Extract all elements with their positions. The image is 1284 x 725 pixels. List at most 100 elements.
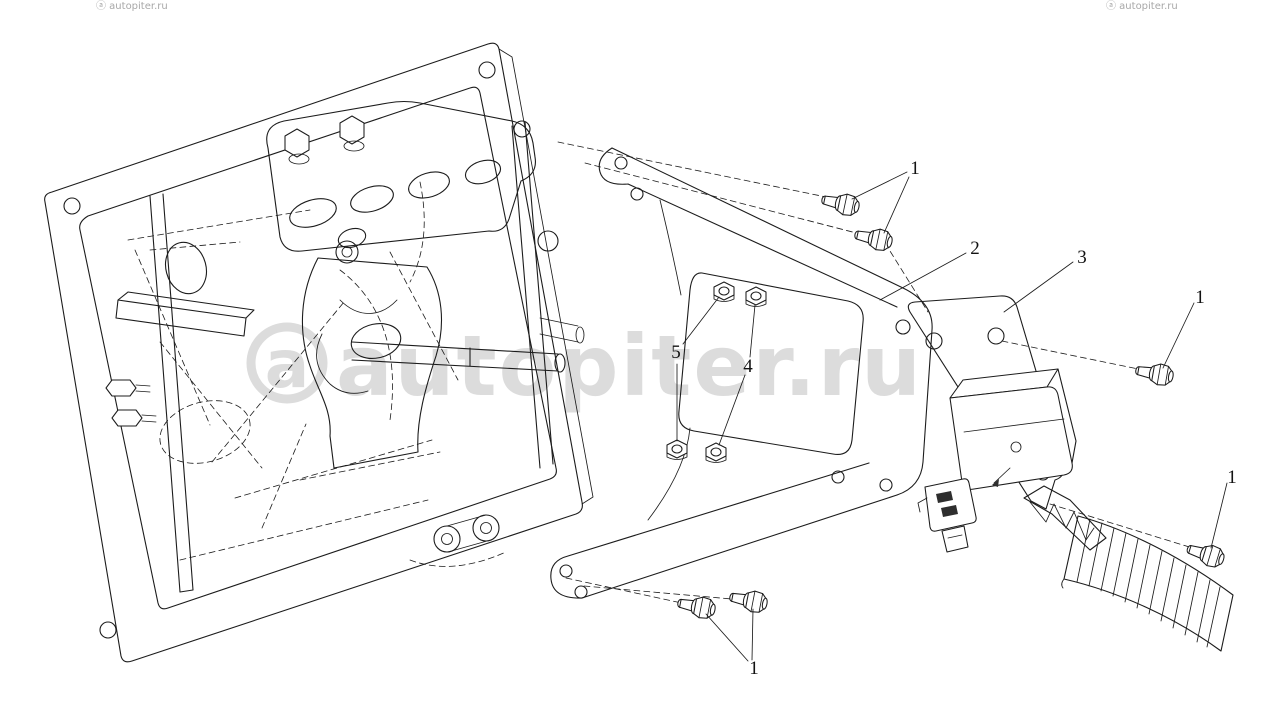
right-block bbox=[539, 317, 579, 343]
connector-stub bbox=[941, 525, 969, 553]
corner-watermark-left: ⓐ autopiter.ru bbox=[96, 0, 168, 12]
connector-slot bbox=[936, 491, 953, 503]
nut-part-5 bbox=[713, 281, 735, 303]
link-hole-inner bbox=[480, 522, 492, 534]
link-hole bbox=[472, 514, 500, 542]
bracket-right-edge bbox=[896, 287, 933, 496]
right-block-end bbox=[575, 326, 585, 344]
callout-3-pedal: 3 bbox=[1077, 247, 1087, 268]
central-lever-body bbox=[301, 257, 443, 469]
leader-lines bbox=[676, 171, 1228, 662]
callout-1-lower-bolt: 1 bbox=[1227, 467, 1237, 488]
bracket-arm-hole bbox=[559, 564, 573, 578]
sensor-box-screw bbox=[1010, 441, 1022, 453]
link-hole-inner bbox=[441, 533, 453, 545]
watermark: a autopiter.ru bbox=[246, 317, 923, 415]
connector-stub-detail bbox=[947, 534, 963, 539]
link-hole bbox=[433, 525, 461, 553]
pedal-arm bbox=[1023, 485, 1107, 551]
pedal-pad bbox=[1063, 515, 1234, 652]
bracket-arm-hole bbox=[630, 187, 644, 201]
plate-hole bbox=[164, 241, 208, 295]
central-lever-detail bbox=[339, 299, 398, 314]
bracket-plate-hole bbox=[895, 319, 911, 335]
rod-knob bbox=[537, 230, 559, 252]
pedal-plate-hole bbox=[925, 332, 943, 350]
plate-outer-outline bbox=[44, 42, 583, 663]
bolt-part-1 bbox=[675, 592, 718, 621]
pedal-assembly bbox=[907, 295, 1234, 652]
pedal-pad-edge bbox=[1061, 578, 1065, 589]
plate-corner-hole bbox=[513, 120, 531, 138]
bracket-oval-hole bbox=[464, 159, 502, 185]
hex-bolt-head bbox=[284, 128, 310, 158]
push-rod-end bbox=[554, 353, 566, 373]
side-hex-bolt bbox=[105, 379, 137, 397]
bolt-part-1 bbox=[1133, 359, 1176, 388]
lever-slot bbox=[350, 323, 402, 359]
hex-bolt-head bbox=[339, 115, 365, 145]
hex-bolt-flange bbox=[288, 153, 310, 165]
bracket-left-edge bbox=[647, 427, 691, 521]
watermark-logo-circle bbox=[246, 322, 328, 404]
bolt-part-1 bbox=[1183, 538, 1228, 571]
pivot-hole bbox=[335, 240, 359, 264]
bracket-inner-cutout bbox=[678, 272, 864, 455]
bracket-arm-hole bbox=[574, 585, 588, 599]
bracket-left-edge bbox=[659, 199, 682, 296]
mounting-plate-assembly bbox=[44, 42, 594, 663]
sensor-box-detail bbox=[963, 418, 1065, 433]
bracket-oval-hole bbox=[350, 185, 394, 213]
corner-watermark-right: ⓐ autopiter.ru bbox=[1106, 0, 1178, 12]
sensor-box-front bbox=[949, 386, 1073, 490]
hex-bolt-flange bbox=[343, 140, 365, 152]
left-arm bbox=[115, 291, 255, 337]
pedal-pad-ribs bbox=[1076, 518, 1221, 648]
nut-part-4 bbox=[745, 286, 767, 308]
callout-2-bracket: 2 bbox=[970, 238, 980, 259]
connector-clip bbox=[917, 497, 928, 513]
support-bracket bbox=[550, 147, 933, 599]
plate-corner-hole bbox=[99, 621, 117, 639]
bolt-part-1 bbox=[852, 223, 895, 254]
connector-body bbox=[924, 478, 977, 532]
sensor-box-side bbox=[1057, 368, 1077, 464]
connector-slot bbox=[941, 505, 958, 517]
left-lever-bar bbox=[149, 193, 194, 593]
link-bar bbox=[446, 514, 488, 553]
bracket-bottom-arm bbox=[550, 462, 898, 599]
bracket-oval-hole bbox=[289, 198, 337, 228]
bracket-plate-hole bbox=[831, 470, 845, 484]
pedal-mount-plate bbox=[907, 295, 1065, 510]
right-lever-bar bbox=[511, 121, 554, 469]
plate-inner-outline bbox=[79, 86, 557, 610]
bracket-arm-hole bbox=[614, 156, 628, 170]
side-hex-bolt-shaft bbox=[135, 384, 151, 393]
connector-arrowhead bbox=[992, 479, 999, 487]
watermark-logo-letter: a bbox=[265, 326, 310, 403]
connector-arrow bbox=[993, 467, 1011, 484]
plate-hidden-lines bbox=[127, 181, 507, 567]
side-hex-bolt bbox=[111, 409, 143, 427]
side-hex-bolt-shaft bbox=[141, 414, 157, 423]
watermark-text: autopiter.ru bbox=[336, 317, 923, 415]
plate-hole bbox=[337, 227, 367, 249]
bolt-part-1 bbox=[727, 586, 770, 615]
callout-5-nuts: 5 bbox=[671, 342, 681, 363]
plate-corner-hole bbox=[63, 197, 81, 215]
plate-thickness-edge bbox=[498, 48, 594, 505]
assembly-axis-lines bbox=[557, 141, 1200, 606]
lever-curve bbox=[316, 333, 369, 394]
pedal-plate-hole bbox=[987, 327, 1005, 345]
bracket-oval-hole bbox=[408, 171, 450, 199]
bolt-part-1 bbox=[819, 188, 862, 219]
pivot-hole-inner bbox=[341, 246, 353, 258]
plate-corner-hole bbox=[478, 61, 496, 79]
callout-1-upper-bolts: 1 bbox=[910, 158, 920, 179]
nut-part-4 bbox=[705, 442, 727, 464]
bracket-top-arm bbox=[598, 147, 904, 308]
push-rod bbox=[351, 341, 559, 372]
callout-1-right-bolt: 1 bbox=[1195, 287, 1205, 308]
